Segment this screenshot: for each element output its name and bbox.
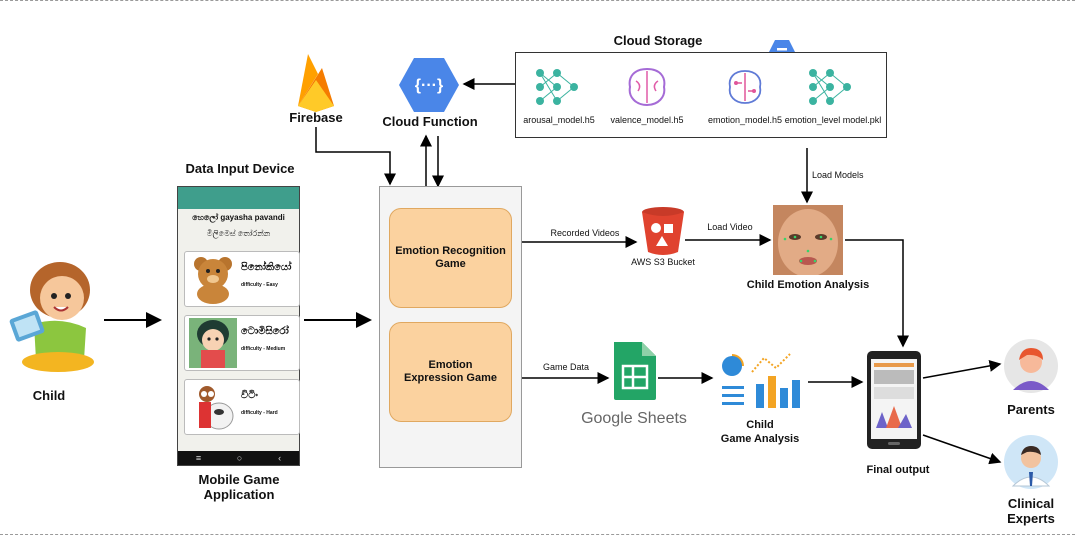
phone-subheader: මිලිමෙස් තෝරන්න — [206, 229, 271, 238]
model-file-label: arousal_model.h5 — [523, 115, 595, 125]
cloud-function-icon: {···} — [399, 58, 459, 112]
brain-circuit-icon — [728, 70, 762, 104]
home-nav-icon[interactable]: ○ — [236, 453, 243, 463]
mobile-game-app-line-2: Application — [203, 487, 275, 502]
game-card-difficulty: difficulty - Hard — [241, 410, 278, 416]
arrow-output-to-parents — [922, 359, 1002, 379]
model-file-label: emotion_level model.pkl — [784, 115, 882, 125]
game-card-title: පිනෝකියෝ — [241, 262, 292, 273]
parents-label: Parents — [1007, 402, 1055, 417]
google-sheets-label: Google Sheets — [581, 410, 687, 427]
game-card-medium[interactable]: ටොමිසිරෝ difficulty - Medium — [184, 315, 300, 371]
cloud-function-label: Cloud Function — [382, 114, 478, 129]
child-game-analysis-label: Child Game Analysis — [712, 418, 808, 446]
menu-nav-icon[interactable]: ≡ — [195, 453, 202, 463]
game-name-line: Emotion Recognition — [395, 245, 506, 257]
phone-status-bar — [178, 187, 299, 209]
firebase-label: Firebase — [289, 110, 343, 125]
game-card-easy[interactable]: පිනෝකියෝ difficulty - Easy — [184, 251, 300, 307]
game-card-title: විටිං — [241, 390, 258, 401]
analytics-chart-icon — [722, 353, 800, 408]
bear-character-icon — [194, 257, 232, 304]
game-analysis-line-1: Child — [746, 419, 774, 431]
arrow-emotion-to-output — [845, 239, 909, 348]
arrow-firebase-to-games — [315, 127, 396, 186]
load-models-label: Load Models — [812, 170, 864, 180]
cloud-storage-label: Cloud Storage — [613, 33, 703, 48]
child-label: Child — [32, 388, 66, 403]
child-illustration-icon — [9, 262, 94, 372]
phone-header: හෙලෝ gayasha pavandi — [192, 213, 285, 222]
game-analysis-line-2: Game Analysis — [720, 433, 800, 445]
load-video-label: Load Video — [707, 222, 753, 232]
data-input-device-label: Data Input Device — [185, 161, 295, 176]
girl-character-icon — [189, 318, 237, 368]
game-name-line: Expression Game — [404, 372, 497, 384]
model-file-label: valence_model.h5 — [610, 115, 684, 125]
google-sheets-icon — [614, 342, 656, 400]
recorded-videos-label: Recorded Videos — [550, 228, 620, 238]
child-emotion-analysis-label: Child Emotion Analysis — [746, 279, 870, 291]
dog-character-icon — [199, 386, 234, 430]
clinical-experts-line-2: Experts — [1007, 511, 1055, 526]
s3-bucket-icon — [642, 207, 684, 255]
svg-text:{···}: {···} — [415, 77, 443, 94]
neural-network-icon — [809, 69, 851, 105]
final-output-label: Final output — [866, 464, 930, 476]
arrow-output-to-experts — [922, 434, 1002, 465]
mobile-game-app-line-1: Mobile Game — [198, 472, 280, 487]
brain-icon — [628, 67, 666, 107]
game-data-label: Game Data — [542, 362, 590, 372]
model-file-label: emotion_model.h5 — [707, 115, 783, 125]
phone-screen: හෙලෝ gayasha pavandi මිලිමෙස් තෝරන්න පින… — [177, 186, 300, 466]
phone-nav-bar: ≡ ○ ‹ — [178, 451, 299, 465]
mobile-game-app-label: Mobile Game Application — [180, 472, 298, 502]
game-card-hard[interactable]: විටිං difficulty - Hard — [184, 379, 300, 435]
clinical-experts-line-1: Clinical — [1007, 496, 1055, 511]
game-name-line: Emotion — [428, 359, 473, 371]
clinical-experts-label: Clinical Experts — [994, 496, 1068, 526]
clinical-expert-avatar-icon — [1004, 435, 1058, 489]
child-face-image — [773, 205, 843, 275]
final-output-phone-icon — [867, 351, 921, 449]
game-card-difficulty: difficulty - Medium — [241, 346, 286, 352]
neural-network-icon — [536, 69, 578, 105]
cloud-storage-box: arousal_model.h5 valence_model.h5 emotio… — [515, 52, 887, 138]
game-name-line: Game — [435, 258, 466, 270]
back-nav-icon[interactable]: ‹ — [278, 453, 282, 463]
parent-avatar-icon — [1004, 339, 1058, 393]
aws-s3-label: AWS S3 Bucket — [631, 257, 695, 267]
firebase-icon — [298, 54, 334, 112]
game-card-difficulty: difficulty - Easy — [241, 282, 278, 288]
game-card-title: ටොමිසිරෝ — [241, 326, 289, 337]
